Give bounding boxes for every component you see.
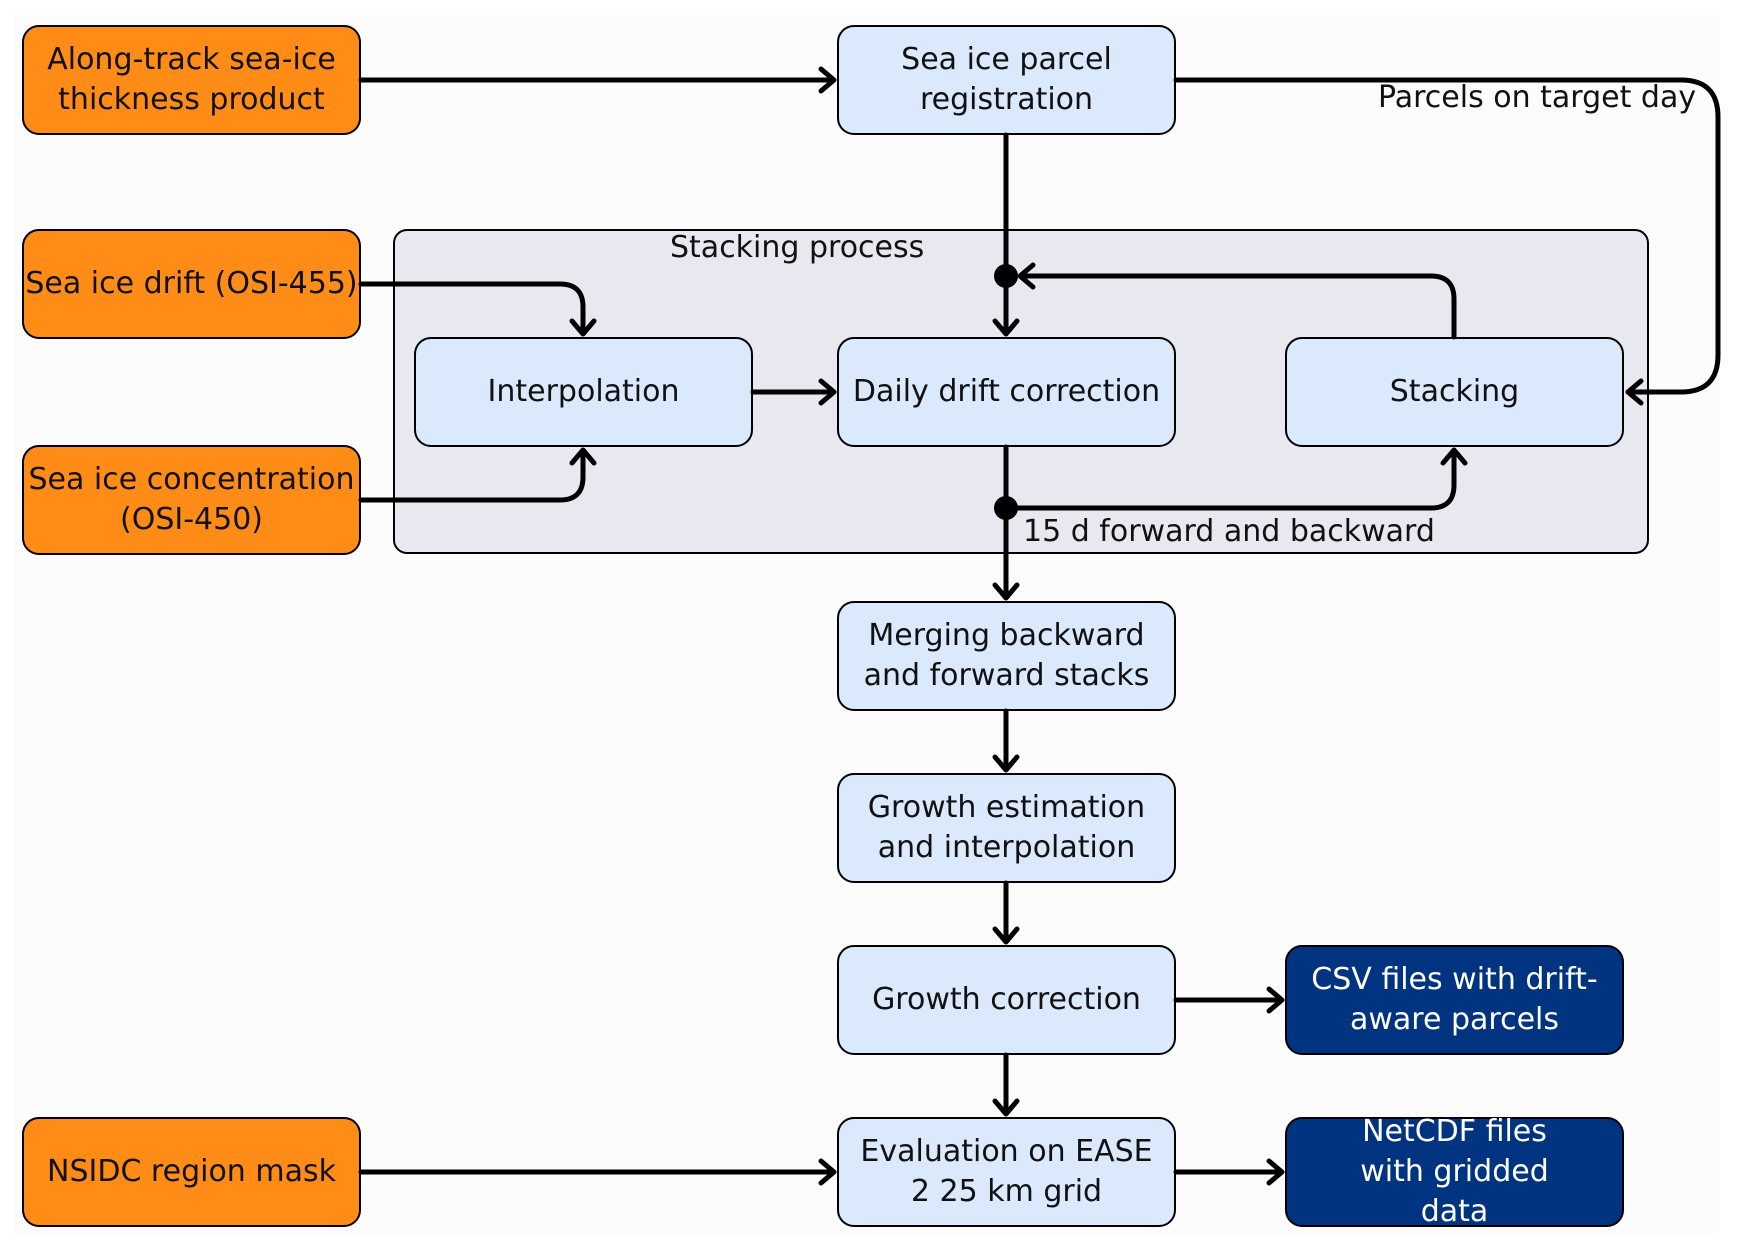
edge-registration-to-drift-head (992, 318, 1020, 337)
edge-merging-to-growth-estimation-head (992, 754, 1020, 773)
edge-stacking-to-drift-loop-head (1017, 262, 1036, 290)
node-stacking: Stacking (1285, 337, 1624, 447)
edge-stacking-to-drift-loop (1019, 273, 1457, 340)
junction-dot-top (994, 264, 1018, 288)
edge-evaluation-to-netcdf-head (1266, 1158, 1285, 1186)
edge-correction-to-evaluation-head (992, 1098, 1020, 1117)
node-growth-estimation: Growth estimation and interpolation (837, 773, 1176, 883)
stacking-process-title: Stacking process (670, 230, 925, 265)
edge-drift-to-merging-head (992, 582, 1020, 601)
node-evaluation-grid: Evaluation on EASE 2 25 km grid (837, 1117, 1176, 1227)
edge-drift-to-interpolation (358, 281, 586, 335)
node-sea-ice-concentration: Sea ice concentration (OSI-450) (22, 445, 361, 555)
label-forward-and-backward: 15 d forward and backward (1023, 514, 1435, 549)
node-netcdf-output: NetCDF files with gridded data (1285, 1114, 1624, 1229)
label-parcels-on-target-day: Parcels on target day (1378, 80, 1697, 115)
node-daily-drift-correction: Daily drift correction (837, 337, 1176, 447)
edge-concentration-to-interpolation-head (569, 447, 597, 466)
node-merging-stacks: Merging backward and forward stacks (837, 601, 1176, 711)
edge-drift-to-interpolation-head (569, 318, 597, 337)
edge-regionmask-to-evaluation-head (818, 1158, 837, 1186)
junction-dot-bottom (994, 496, 1018, 520)
edge-drift-to-stacking (1003, 444, 1457, 511)
node-csv-output: CSV files with drift-aware parcels (1285, 945, 1624, 1055)
node-region-mask: NSIDC region mask (22, 1117, 361, 1227)
node-interpolation: Interpolation (414, 337, 753, 447)
edge-correction-to-csv-head (1266, 986, 1285, 1014)
edge-registration-to-stacking-head (1625, 378, 1644, 406)
edge-interpolation-to-drift-head (818, 378, 837, 406)
edge-drift-to-stacking-head (1440, 447, 1468, 466)
node-growth-correction: Growth correction (837, 945, 1176, 1055)
edge-registration-to-stacking (1173, 77, 1721, 395)
edge-alongtrack-to-registration-head (818, 66, 837, 94)
node-sea-ice-drift: Sea ice drift (OSI-455) (22, 229, 361, 339)
edge-growth-estimation-to-correction-head (992, 926, 1020, 945)
edge-concentration-to-interpolation (358, 449, 586, 503)
